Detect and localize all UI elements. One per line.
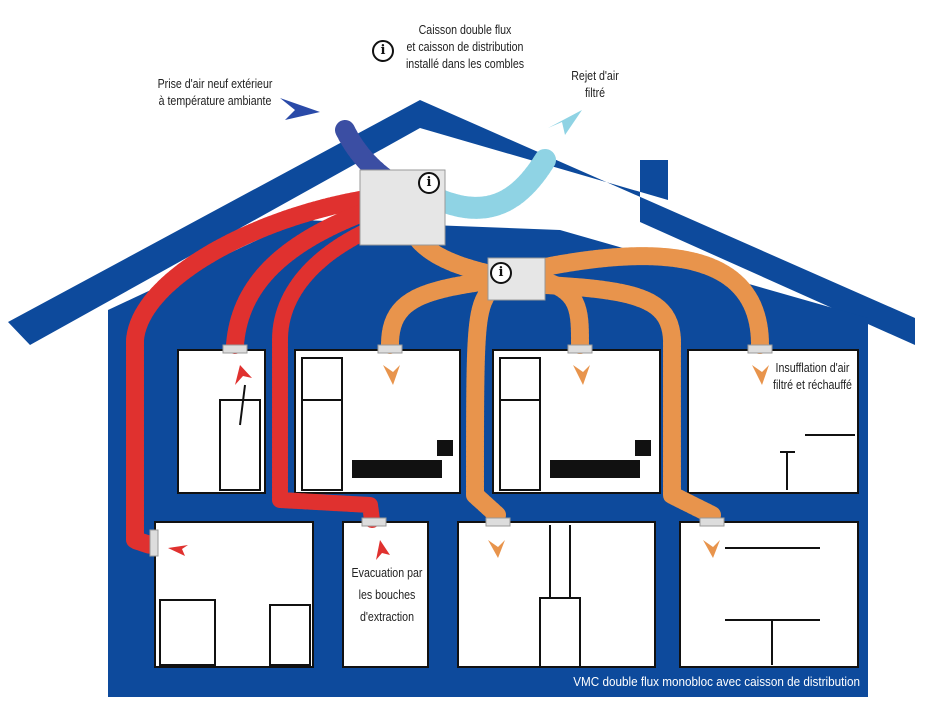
rejet-air-line-1: Rejet d'air [571, 69, 619, 83]
room-living [457, 521, 656, 668]
room-toilet [342, 521, 429, 668]
extract-duct-kitchen [126, 191, 369, 554]
prise-air-line-1: Prise d'air neuf extérieur [157, 77, 273, 91]
evacuation-label: Evacuation par les bouches d'extraction [350, 562, 425, 628]
supply-duct-living [466, 281, 506, 524]
room-kitchen [154, 521, 314, 668]
supply-duct-bedroom-1 [381, 271, 504, 354]
evacuation-line-2: les bouches [358, 588, 416, 602]
diagram-caption: VMC double flux monobloc avec caisson de… [573, 674, 860, 689]
prise-air-label: Prise d'air neuf extérieur à température… [151, 76, 279, 110]
caisson-line-2: et caisson de distribution [406, 40, 524, 54]
supply-duct-office [531, 247, 769, 354]
rejet-air-line-2: filtré [584, 86, 606, 100]
supply-duct-dining [536, 276, 721, 524]
extract-duct-toilet [272, 217, 388, 528]
prise-air-line-2: à température ambiante [158, 94, 272, 108]
unit-info-icon[interactable]: i [418, 172, 440, 194]
extract-duct-bathroom [226, 201, 379, 354]
insufflation-line-2: filtré et réchauffé [773, 378, 852, 392]
info-icon[interactable]: i [372, 40, 394, 62]
caisson-line-1: Caisson double flux [418, 23, 512, 37]
insufflation-line-1: Insufflation d'air [775, 361, 850, 375]
evacuation-line-1: Evacuation par [351, 566, 423, 580]
room-office [687, 349, 859, 494]
room-bathroom [177, 349, 266, 494]
air-flow-arrows [168, 98, 769, 560]
evacuation-line-3: d'extraction [359, 610, 415, 624]
rejet-air-label: Rejet d'air filtré [561, 68, 629, 102]
exhaust-duct [429, 149, 556, 219]
caisson-line-3: installé dans les combles [405, 57, 525, 71]
distribution-info-icon[interactable]: i [490, 262, 512, 284]
room-dining [679, 521, 859, 668]
insufflation-label: Insufflation d'air filtré et réchauffé [772, 360, 853, 394]
caisson-label: Caisson double flux et caisson de distri… [401, 22, 529, 73]
